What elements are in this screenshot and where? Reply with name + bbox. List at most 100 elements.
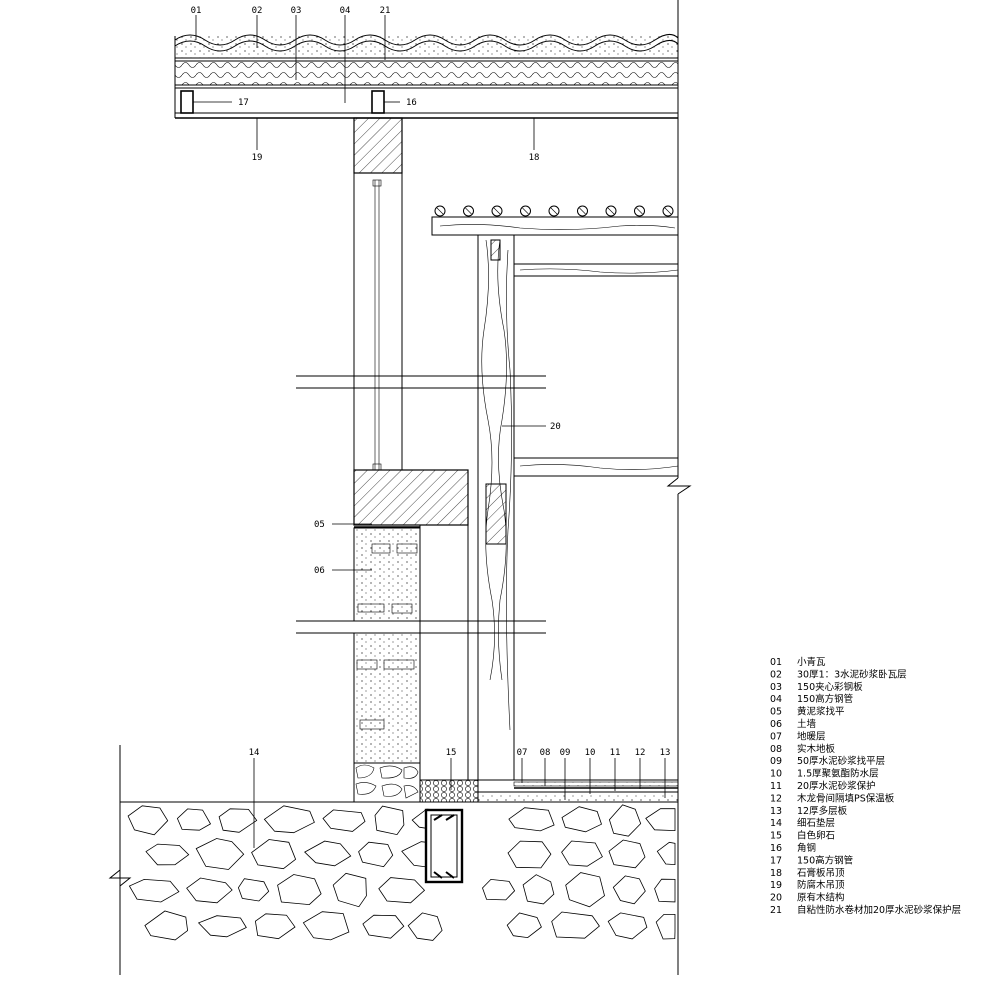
callout-01: 01 <box>191 6 202 16</box>
stone <box>277 874 322 906</box>
legend-code: 10 <box>770 769 782 780</box>
legend-text: 角钢 <box>797 842 816 854</box>
stone <box>654 878 676 903</box>
window-column <box>353 173 403 471</box>
callout-05: 05 <box>314 520 325 530</box>
stone <box>551 911 600 939</box>
callout-04: 04 <box>340 6 351 16</box>
rubble-base <box>353 763 421 802</box>
stone <box>374 805 405 836</box>
legend-code: 12 <box>770 793 782 804</box>
legend-text: 12厚多层板 <box>797 805 848 817</box>
stone <box>186 877 233 904</box>
stone <box>197 915 247 938</box>
legend-code: 01 <box>770 657 782 668</box>
lintel-block <box>353 117 403 174</box>
legend-text: 自粘性防水卷材加20厚水泥砂浆保护层 <box>797 904 961 916</box>
callout-19: 19 <box>252 153 263 163</box>
callout-14: 14 <box>249 748 260 758</box>
legend-code: 13 <box>770 806 782 817</box>
leader-lines <box>193 15 666 848</box>
callout-02: 02 <box>252 6 263 16</box>
legend-code: 14 <box>770 818 782 829</box>
legend-text: 防腐木吊顶 <box>797 879 845 891</box>
legend-code: 15 <box>770 831 782 842</box>
square-tube-17 <box>180 90 194 114</box>
stone <box>508 807 555 832</box>
earth-wall <box>353 527 421 764</box>
callout-08: 08 <box>540 748 551 758</box>
stone <box>237 878 270 902</box>
callout-20: 20 <box>550 422 561 432</box>
angle-steel-16 <box>371 90 385 114</box>
legend-code: 06 <box>770 719 782 730</box>
legend-text: 黄泥浆找平 <box>797 706 845 718</box>
legend-code: 17 <box>770 855 782 866</box>
legend-code: 16 <box>770 843 782 854</box>
stone <box>522 874 555 905</box>
stone <box>612 875 646 905</box>
stone <box>176 808 212 831</box>
stone <box>251 839 297 870</box>
legend-text: 地暖层 <box>797 730 826 742</box>
stone <box>263 805 315 834</box>
stone <box>561 806 602 833</box>
stone <box>358 841 394 868</box>
stone <box>565 872 605 908</box>
stone <box>144 910 189 941</box>
stone <box>655 914 676 940</box>
callout-13: 13 <box>660 748 671 758</box>
stone <box>127 805 169 836</box>
stone <box>254 913 296 940</box>
roof-assembly <box>174 34 679 119</box>
callout-09: 09 <box>560 748 571 758</box>
gravel-stones <box>127 804 676 941</box>
legend-code: 08 <box>770 744 782 755</box>
legend-text: 150夹心彩钢板 <box>797 681 863 693</box>
stone <box>506 912 542 939</box>
callout-18: 18 <box>529 153 540 163</box>
legend-code: 18 <box>770 868 782 879</box>
legend-text: 150高方钢管 <box>797 854 853 866</box>
stone <box>656 841 676 866</box>
callout-10: 10 <box>585 748 596 758</box>
stone <box>302 911 350 941</box>
stone <box>362 914 405 939</box>
stone <box>645 808 676 832</box>
stone <box>507 840 552 869</box>
buried-steel-tube <box>424 808 464 884</box>
legend-text: 50厚水泥砂浆找平层 <box>797 755 885 767</box>
stone <box>218 808 258 833</box>
stone <box>378 877 426 904</box>
callout-17: 17 <box>238 98 249 108</box>
legend-text: 细石垫层 <box>797 817 835 829</box>
sandwich-panel <box>174 60 679 86</box>
legend-text: 实木地板 <box>797 743 836 755</box>
legend-text: 1.5厚聚氨酯防水层 <box>797 768 879 780</box>
callout-06: 06 <box>314 566 325 576</box>
legend-text: 150高方钢管 <box>797 693 853 705</box>
mortar-bed <box>175 36 678 58</box>
legend-code: 04 <box>770 694 782 705</box>
stone <box>304 840 352 867</box>
stone <box>322 809 366 832</box>
sill-block <box>353 469 469 526</box>
roof-rafters <box>434 205 674 217</box>
callout-15: 15 <box>446 748 457 758</box>
pebble-bed <box>419 779 479 803</box>
stone <box>482 878 516 901</box>
legend-text: 白色卵石 <box>797 830 835 842</box>
callout-16: 16 <box>406 98 417 108</box>
legend-text: 原有木结构 <box>797 892 845 904</box>
legend-code: 07 <box>770 731 782 742</box>
stone <box>128 878 180 903</box>
legend-text: 20厚水泥砂浆保护 <box>797 780 876 792</box>
callout-07: 07 <box>517 748 528 758</box>
legend-text: 小青瓦 <box>797 656 826 668</box>
stone <box>407 912 443 941</box>
stone <box>195 838 245 870</box>
legend-code: 09 <box>770 756 782 767</box>
